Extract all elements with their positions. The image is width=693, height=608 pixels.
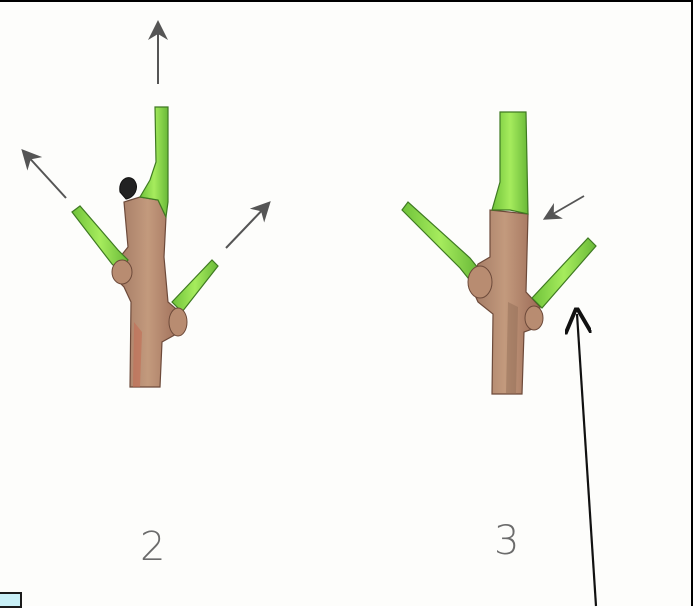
figure-label-2: 2	[140, 524, 165, 570]
arrow-icon	[546, 196, 584, 218]
arrow-icon	[24, 152, 66, 198]
figure-label-3: 3	[494, 518, 519, 564]
pointer-arrow-icon	[577, 314, 596, 606]
figure-3-stem	[402, 112, 596, 394]
arrow-icon	[226, 204, 268, 248]
figure-2-stem	[72, 107, 218, 387]
